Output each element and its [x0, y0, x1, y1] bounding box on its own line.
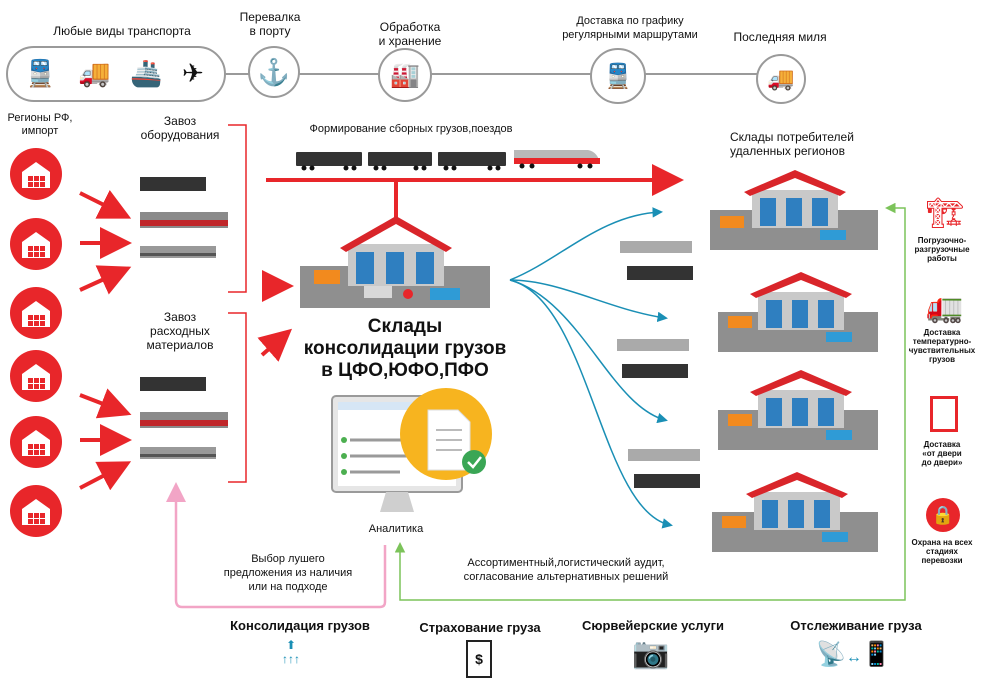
warehouse-icon: 🏭 [378, 48, 432, 102]
anchor-icon: ⚓ [248, 46, 300, 98]
tracking-icon: 📡↔📱 [816, 641, 892, 668]
right-service-label: Погрузочно- разгрузочные работы [914, 236, 970, 263]
materials-to-hub-arrow [257, 328, 293, 362]
distribution-vehicles [617, 241, 700, 488]
plane-icon: ✈ [182, 58, 204, 88]
best-offer-label: Выбор лушего предложения из наличия или … [223, 553, 353, 593]
materials-bracket [228, 312, 247, 483]
transport-label: Любые виды транспорта [53, 24, 191, 38]
delivery-truck-icon: 🚚 [756, 54, 806, 104]
lock-icon: 🔒 [926, 498, 960, 532]
equipment-bracket [228, 124, 247, 293]
service-tracking-label: Отслеживание груза [790, 618, 922, 633]
region-warehouse [10, 485, 62, 537]
distribution-arrows [509, 207, 673, 529]
lastmile-label: Последняя миля [733, 30, 827, 44]
region-warehouse [10, 287, 62, 339]
materials-label: Завоз расходных материалов [146, 310, 214, 352]
truck-icon: 🚚 [78, 58, 111, 88]
selection-line [166, 482, 387, 609]
consolidation-title: Склады консолидации грузов в ЦФО,ЮФО,ПФО [303, 316, 507, 381]
equipment-label: Завоз оборудования [140, 114, 220, 142]
right-service-label: Доставка температурно- чувствительных гр… [908, 328, 976, 364]
audit-label: Ассортиментный,логистический аудит, согл… [463, 557, 669, 583]
regions-label: Регионы РФ, импорт [7, 112, 73, 137]
service-insurance-label: Страхование груза [419, 620, 541, 635]
region-warehouse [10, 218, 62, 270]
thermo-truck-icon: 🚛 [926, 291, 964, 324]
consolidated-train [296, 150, 600, 171]
green-feedback-line [885, 202, 906, 560]
scheduled-train-icon: 🚆 [590, 48, 646, 104]
storage-label: Обработка и хранение [378, 20, 442, 48]
consumer-warehouse-2 [718, 272, 878, 352]
consumer-warehouse-1 [710, 170, 878, 250]
ship-icon: 🚢 [130, 58, 163, 88]
audit-feedback-line [394, 542, 906, 601]
camera-icon: 📷 [632, 637, 670, 670]
region-warehouse [10, 350, 62, 402]
door-icon [930, 396, 958, 432]
train-icon: 🚆 [24, 58, 57, 88]
right-service-label: Доставка «от двери до двери» [921, 440, 963, 467]
analytics-label: Аналитика [368, 523, 424, 535]
equipment-vehicles [140, 177, 228, 258]
materials-vehicles [140, 377, 228, 459]
region-arrows [79, 189, 132, 491]
consumers-label: Склады потребителей удаленных регионов [730, 130, 854, 158]
document-check-icon [400, 388, 492, 480]
forklift-icon: 🏗 [926, 197, 965, 230]
forming-label: Формирование сборных грузов,поездов [309, 123, 513, 135]
consumer-warehouse-4 [712, 472, 878, 552]
schedule-label: Доставка по графику регулярными маршрута… [562, 15, 698, 41]
transport-modes-pill: 🚆 🚚 🚢 ✈ [6, 46, 226, 102]
consolidation-icon: ⬆↑↑↑ [282, 638, 300, 666]
service-survey-label: Сюрвейерские услуги [581, 618, 725, 633]
insurance-icon: $ [466, 640, 492, 678]
service-consolidation-label: Консолидация грузов [230, 618, 370, 633]
port-label: Перевалка в порту [239, 10, 301, 38]
region-warehouse [10, 416, 62, 468]
region-warehouse [10, 148, 62, 200]
central-warehouse [300, 216, 490, 308]
consumer-warehouse-3 [718, 370, 878, 450]
right-service-label: Охрана на всех стадиях перевозки [911, 538, 973, 565]
